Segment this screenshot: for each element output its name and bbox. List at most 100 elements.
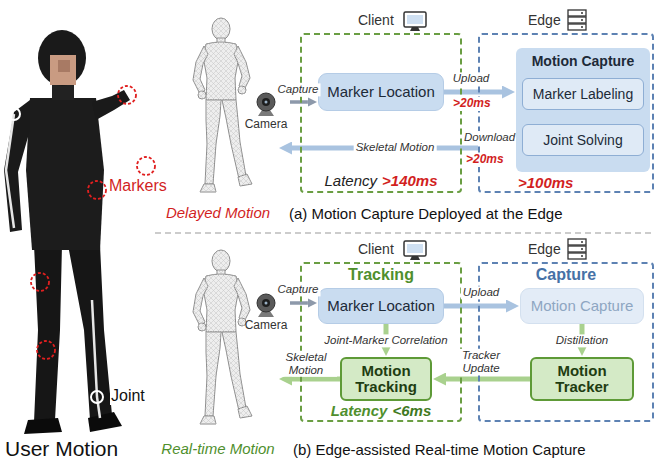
user-photo bbox=[4, 30, 155, 434]
server-light bbox=[581, 26, 583, 28]
arrow-label: Skeletal Motion bbox=[354, 141, 437, 154]
screen bbox=[407, 15, 423, 24]
server-unit bbox=[568, 246, 586, 252]
text-group: Motion Capture bbox=[516, 53, 650, 69]
text-group: Tracking bbox=[302, 266, 460, 284]
latency-value: >140ms bbox=[382, 172, 437, 189]
arrow-label: Skeletal Motion bbox=[275, 351, 337, 377]
arrow-label: Capture bbox=[276, 83, 321, 96]
latency-note: >20ms bbox=[465, 153, 505, 167]
arrow-label: Joint-Marker Correlation bbox=[322, 334, 449, 347]
region-heading: Capture bbox=[536, 266, 596, 284]
screen bbox=[407, 244, 423, 253]
region-title: Edge bbox=[528, 12, 561, 28]
text-group: Camera bbox=[236, 118, 296, 132]
server-light bbox=[581, 255, 583, 257]
latency-text: Latency bbox=[331, 402, 388, 419]
server-icon bbox=[568, 10, 586, 30]
arrow-label: Download bbox=[463, 131, 516, 144]
joint-circle bbox=[8, 108, 20, 120]
latency-text: Latency bbox=[324, 172, 377, 189]
client-region: ClientLatency>140msMarker Location bbox=[300, 33, 462, 193]
marker-circle bbox=[37, 341, 55, 359]
motion-caption: Real-time Motion bbox=[161, 440, 274, 457]
text-group: Capture bbox=[480, 266, 652, 284]
subfigure-caption: (b) Edge-assisted Real-time Motion Captu… bbox=[292, 441, 587, 458]
server-light bbox=[581, 12, 583, 14]
device-label: Camera bbox=[245, 319, 288, 333]
text-group: Camera bbox=[236, 319, 296, 333]
camera-glint bbox=[265, 101, 268, 104]
region-title: Client bbox=[358, 12, 394, 28]
text-group: Real-time Motion bbox=[158, 440, 278, 457]
text-group: Edge bbox=[528, 12, 588, 28]
arrow-label: Upload bbox=[461, 286, 501, 299]
arrow-label: Tracker Update bbox=[449, 349, 513, 375]
server-light bbox=[581, 19, 583, 21]
region-title: Edge bbox=[528, 241, 561, 257]
face-blur bbox=[58, 60, 70, 72]
shoe bbox=[88, 412, 122, 432]
text-group: Latency<6ms bbox=[302, 402, 460, 419]
motion-caption: Delayed Motion bbox=[166, 204, 270, 221]
box-label: Marker Location bbox=[327, 297, 435, 314]
latency-value: >100ms bbox=[518, 174, 573, 191]
flow-arrow bbox=[444, 304, 506, 309]
callout-label: Joint bbox=[110, 387, 146, 405]
region-heading: Tracking bbox=[348, 266, 414, 284]
arrow-label: Capture bbox=[276, 283, 321, 296]
text-group: Latency >140ms bbox=[302, 172, 460, 189]
server-unit bbox=[568, 239, 586, 245]
box-label: Motion Capture bbox=[531, 297, 634, 314]
suit-arm bbox=[4, 100, 30, 232]
box-label: Motion Tracker bbox=[538, 363, 626, 396]
text-group: Delayed Motion bbox=[158, 204, 278, 221]
monitor bbox=[404, 12, 426, 27]
camera-node: Camera bbox=[242, 291, 290, 335]
photo-caption: User Motion bbox=[4, 437, 119, 461]
flow-arrow bbox=[446, 377, 530, 382]
latency-note: >20ms bbox=[452, 97, 492, 111]
suit-leg bbox=[68, 245, 112, 420]
tracking-box: Motion Tracking bbox=[340, 357, 432, 401]
box-label: Marker Labeling bbox=[533, 86, 633, 102]
box-label: Marker Location bbox=[327, 83, 435, 100]
camera-icon bbox=[257, 294, 275, 317]
marker-circle bbox=[137, 157, 155, 175]
subfigure-caption: (a) Motion Capture Deployed at the Edge bbox=[288, 205, 564, 222]
process-box: Motion Capture bbox=[520, 288, 644, 324]
joint-circle bbox=[91, 391, 103, 403]
camera-glint bbox=[265, 302, 268, 305]
text-group: >100ms bbox=[518, 174, 598, 191]
mesh-wire bbox=[193, 18, 252, 192]
mesh-wire bbox=[193, 250, 252, 424]
text-group: Client bbox=[358, 12, 418, 28]
camera-icon bbox=[257, 93, 275, 116]
mesh-figure bbox=[193, 250, 252, 424]
server-light bbox=[581, 248, 583, 250]
monitor-stand bbox=[410, 256, 420, 260]
box-label: Joint Solving bbox=[543, 132, 622, 148]
separator-line bbox=[155, 232, 655, 233]
module-panel: Motion CaptureMarker LabelingJoint Solvi… bbox=[516, 48, 650, 172]
server-unit bbox=[568, 253, 586, 259]
figure-node: Real-time Motion bbox=[158, 244, 278, 458]
computer-icon bbox=[404, 241, 426, 260]
server-unit bbox=[568, 17, 586, 23]
box-label: Motion Tracking bbox=[348, 363, 424, 396]
flow-arrow bbox=[290, 301, 308, 305]
callout-label: Markers bbox=[108, 177, 168, 195]
camera-body bbox=[257, 294, 275, 312]
edge-region: Edge>100msMotion CaptureMarker LabelingJ… bbox=[478, 33, 654, 193]
computer-icon bbox=[404, 12, 426, 31]
region-title: Client bbox=[358, 241, 394, 257]
arrow-label: Distillation bbox=[554, 334, 610, 347]
flow-arrow bbox=[290, 100, 308, 104]
arrow-label: Upload bbox=[451, 72, 491, 85]
monitor bbox=[404, 241, 426, 256]
flow-arrow bbox=[444, 90, 502, 95]
face-blur bbox=[50, 55, 76, 85]
suit-leg bbox=[34, 245, 62, 422]
server-icon bbox=[568, 239, 586, 259]
server-unit bbox=[568, 24, 586, 30]
